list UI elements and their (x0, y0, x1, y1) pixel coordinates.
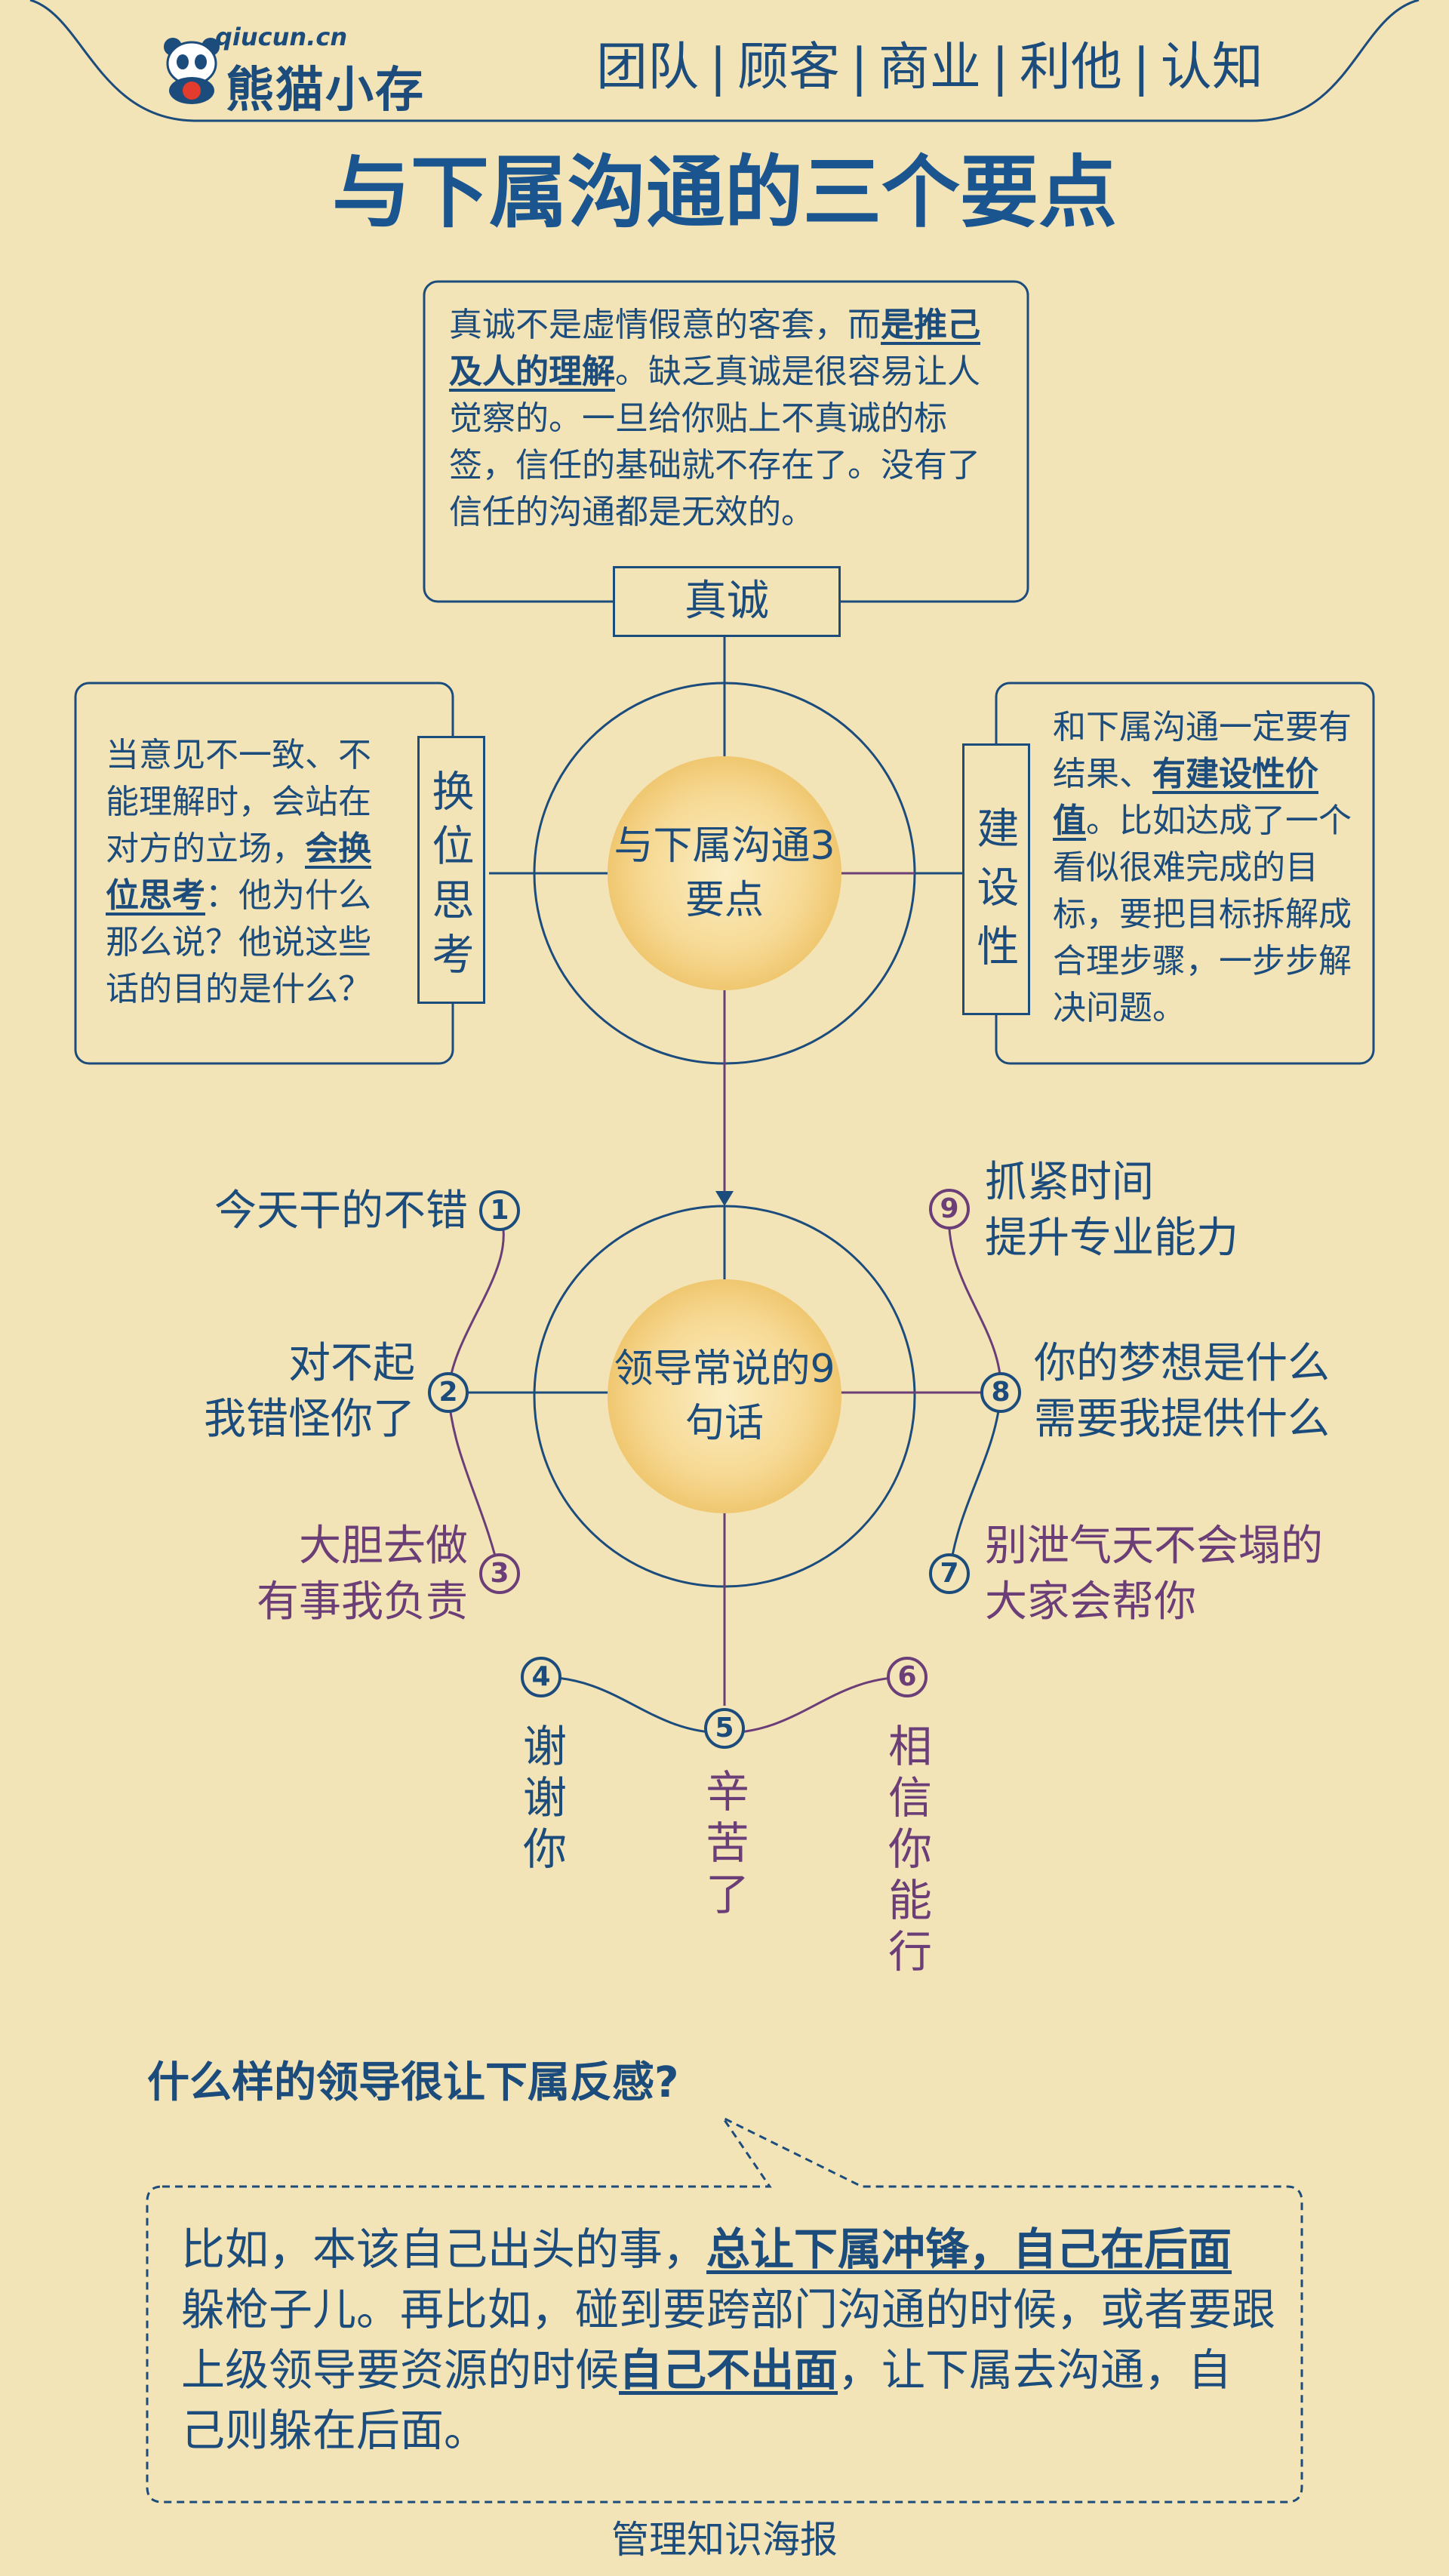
nav-item-cognition[interactable]: 认知 (1160, 38, 1263, 97)
saying-9: 抓紧时间 提升专业能力 (985, 1158, 1238, 1263)
saying-number-8: 8 (980, 1372, 1021, 1413)
panda-icon (164, 38, 220, 104)
constructive-description: 和下属沟通一定要有结果、有建设性价值。比如达成了一个看似很难完成的目标，要把目标… (1053, 708, 1352, 1027)
nav-item-customer[interactable]: 顾客 (737, 38, 840, 97)
sincerity-description: 真诚不是虚情假意的客套，而是推己及人的理解。缺乏真诚是很容易让人觉察的。一旦给你… (449, 306, 980, 531)
page-title: 与下属沟通的三个要点 (331, 146, 1117, 239)
saying-8: 你的梦想是什么 需要我提供什么 (1034, 1339, 1330, 1444)
saying-2: 对不起 我错怪你了 (204, 1339, 415, 1444)
saying-7: 别泄气天不会塌的 大家会帮你 (985, 1522, 1323, 1627)
nav-item-business[interactable]: 商业 (878, 38, 981, 97)
saying-6: 相信你能行 (881, 1723, 932, 1980)
saying-number-5: 5 (704, 1708, 745, 1749)
brand-url: qiucun.cn (215, 23, 348, 51)
saying-number-4: 4 (521, 1657, 561, 1697)
saying-number-2: 2 (428, 1372, 469, 1413)
nav-item-altruism[interactable]: 利他 (1019, 38, 1122, 97)
empathy-description: 当意见不一致、不能理解时，会站在对方的立场，会换位思考：他为什么那么说？他说这些… (106, 736, 371, 1008)
hub-nine-sayings: 领导常说的9句话 (614, 1346, 835, 1446)
top-nav: 团队|顾客|商业|利他|认知 (596, 38, 1263, 97)
hub-communication-points: 与下属沟通3要点 (614, 823, 835, 923)
saying-3: 大胆去做 有事我负责 (257, 1522, 468, 1627)
brand-name: 熊猫小存 (226, 63, 425, 118)
brand-logo[interactable]: qiucun.cn 熊猫小存 (162, 23, 464, 118)
saying-number-6: 6 (887, 1657, 928, 1697)
footer-caption: 管理知识海报 (611, 2518, 838, 2562)
saying-4: 谢谢你 (515, 1723, 567, 1877)
section-question: 什么样的领导很让下属反感? (147, 2058, 679, 2107)
saying-1: 今天干的不错 (214, 1186, 468, 1236)
tag-constructive: 建设性 (962, 743, 1030, 1015)
saying-number-9: 9 (929, 1189, 970, 1230)
saying-number-7: 7 (929, 1553, 970, 1594)
saying-number-1: 1 (479, 1190, 520, 1231)
nav-item-team[interactable]: 团队 (596, 38, 700, 97)
tag-sincerity: 真诚 (613, 566, 841, 637)
tag-empathy: 换位思考 (417, 736, 485, 1004)
saying-5: 辛苦了 (698, 1768, 749, 1922)
saying-number-3: 3 (479, 1553, 520, 1594)
answer-text: 比如，本该自己出头的事，总让下属冲锋，自己在后面躲枪子儿。再比如，碰到要跨部门沟… (181, 2224, 1276, 2456)
